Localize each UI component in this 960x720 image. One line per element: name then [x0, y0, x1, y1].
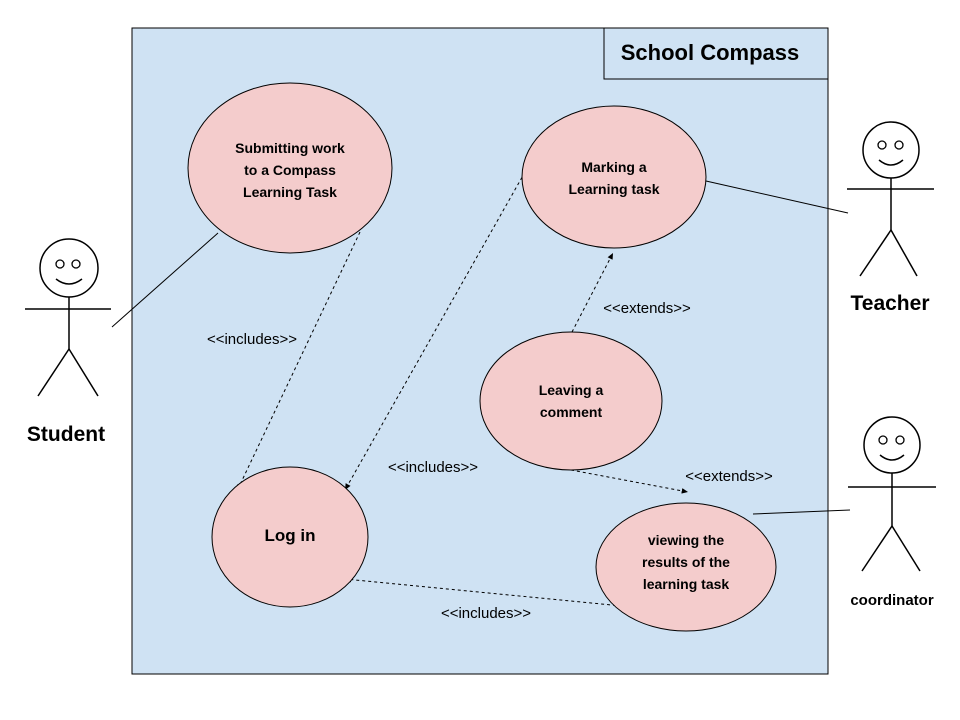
- label-includes-viewing-login: <<includes>>: [441, 605, 531, 622]
- stick-figure-icon: [848, 416, 936, 572]
- association-teacher-marking: [705, 180, 849, 214]
- stick-figure-icon: [847, 121, 934, 277]
- usecase-login[interactable]: Log in: [211, 466, 369, 608]
- usecase-leaving-comment[interactable]: Leaving a comment: [479, 331, 663, 471]
- usecase-leaving-comment-line2: comment: [540, 404, 603, 420]
- usecase-viewing-results-line1: viewing the: [648, 532, 724, 548]
- usecase-submitting-work-shape: [187, 82, 393, 254]
- extend-arrow-leaving-marking: [571, 252, 614, 333]
- usecase-submitting-work-line2: to a Compass: [244, 162, 336, 178]
- label-extends-leaving-marking: <<extends>>: [603, 300, 691, 317]
- actor-student-label: Student: [27, 423, 105, 446]
- usecase-viewing-results-line3: learning task: [643, 576, 730, 592]
- usecase-marking[interactable]: Marking a Learning task: [521, 105, 707, 249]
- system-title: School Compass: [621, 40, 799, 65]
- association-student-submit: [111, 232, 219, 328]
- actor-coordinator[interactable]: coordinator: [848, 416, 936, 609]
- usecase-viewing-results-shape: [595, 502, 777, 632]
- actor-student[interactable]: Student: [25, 238, 111, 446]
- usecase-submitting-work-line1: Submitting work: [235, 140, 345, 156]
- usecase-login-label: Log in: [265, 526, 316, 545]
- usecase-marking-line2: Learning task: [568, 181, 659, 197]
- actor-coordinator-label: coordinator: [850, 592, 933, 609]
- stick-figure-icon: [25, 238, 111, 397]
- system-title-box: [603, 27, 829, 80]
- usecase-submitting-work[interactable]: Submitting work to a Compass Learning Ta…: [187, 82, 393, 254]
- usecase-login-shape: [211, 466, 369, 608]
- label-extends-leaving-viewing: <<extends>>: [685, 468, 773, 485]
- association-coordinator-viewing: [752, 509, 851, 515]
- include-arrow-marking-login: [344, 171, 526, 491]
- usecase-submitting-work-line3: Learning Task: [243, 184, 337, 200]
- label-includes-marking-login: <<includes>>: [388, 459, 478, 476]
- usecase-leaving-comment-shape: [479, 331, 663, 471]
- usecase-viewing-results-line2: results of the: [642, 554, 730, 570]
- usecase-marking-line1: Marking a: [581, 159, 647, 175]
- extend-arrow-leaving-viewing: [570, 469, 689, 494]
- include-arrow-viewing-login: [344, 576, 623, 607]
- usecase-marking-shape: [521, 105, 707, 249]
- actor-teacher[interactable]: Teacher: [847, 121, 934, 315]
- usecase-viewing-results[interactable]: viewing the results of the learning task: [595, 502, 777, 632]
- actor-teacher-label: Teacher: [851, 292, 930, 315]
- usecase-leaving-comment-line1: Leaving a: [539, 382, 604, 398]
- label-includes-submit-login: <<includes>>: [207, 331, 297, 348]
